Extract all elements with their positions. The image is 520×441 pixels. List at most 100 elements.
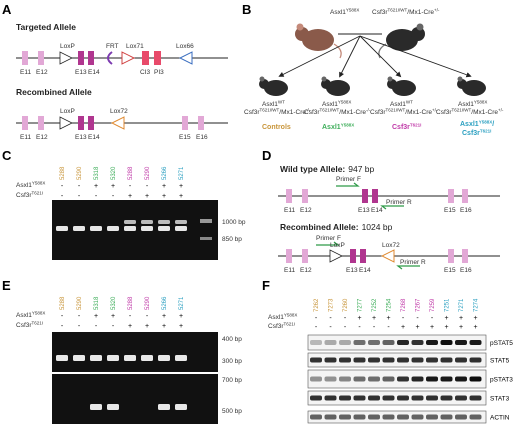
genotype-sign: -	[416, 315, 419, 322]
sample-id: 5290	[145, 296, 151, 310]
panel-e-row2-label: Csf3rT621I	[16, 321, 43, 330]
label-e11: E11	[20, 69, 31, 76]
exon-e13	[78, 51, 84, 65]
rec-label-e11: E11	[20, 134, 31, 141]
label-lox71: Lox71	[126, 43, 144, 50]
blot-band	[411, 357, 424, 363]
blot-band	[455, 414, 467, 420]
blot-band	[469, 357, 482, 363]
genotype-sign: -	[78, 193, 81, 200]
blot-band	[397, 376, 409, 382]
gel-band-top	[124, 355, 136, 361]
panel-e-row1-label: Asxl1Y588X	[16, 311, 45, 320]
gel-band-recombined	[124, 220, 136, 224]
panel-e-gel-top	[52, 332, 218, 372]
sample-id: 7267	[416, 298, 422, 312]
blot-band	[382, 395, 395, 401]
mouse-child-4	[457, 76, 486, 96]
group-asxl1: Asxl1Y588X	[322, 123, 354, 132]
genotype-sign: -	[146, 183, 149, 190]
lox66-triangle	[178, 51, 193, 65]
sample-id: 5266	[162, 166, 168, 180]
genotype-sign: -	[344, 324, 347, 331]
label-pi3: PI3	[154, 69, 164, 76]
d-rec-e16	[462, 249, 468, 263]
rec-label-e13: E13	[75, 134, 87, 141]
d-rec-label-e13: E13	[346, 267, 358, 274]
sample-id: 7254	[387, 298, 393, 312]
sample-id: 7251	[445, 298, 451, 312]
blot-band	[411, 395, 424, 401]
d-rec-lox72	[380, 249, 395, 263]
blot-band	[324, 340, 337, 345]
rec-label-loxp: LoxP	[60, 108, 75, 115]
genotype-sign: -	[112, 323, 115, 330]
sample-id: 5271	[179, 166, 185, 180]
loxp-triangle	[59, 51, 73, 65]
d-rec-primer-f-label: Primer F	[316, 235, 341, 242]
d-wt-label-e11: E11	[284, 207, 295, 214]
genotype-sign: +	[145, 323, 149, 330]
sample-id: 5288	[128, 166, 134, 180]
arrow-child-1	[278, 35, 361, 77]
panel-c-marker-850: 850 bp	[222, 236, 242, 243]
genotype-sign: -	[402, 315, 405, 322]
d-wt-label-e15: E15	[444, 207, 456, 214]
panel-f-row1-label: Asxl1Y588X	[268, 313, 297, 322]
gel-band	[73, 226, 85, 231]
svg-text:Csf3rT621I/WT/Mx1-Cre+/-: Csf3rT621I/WT/Mx1-Cre+/-	[436, 108, 504, 117]
d-wt-label-e13: E13	[358, 207, 370, 214]
d-wt-label-e14: E14	[371, 207, 383, 214]
rec-exon-e14	[88, 116, 94, 130]
genotype-sign: -	[129, 313, 132, 320]
rec-exon-e13	[78, 116, 84, 130]
blot-band	[324, 395, 337, 401]
d-rec-label-e11: E11	[284, 267, 295, 274]
genotype-sign: +	[179, 183, 183, 190]
rec-allele-title-d: Recombined Allele:1024 bp	[280, 222, 393, 232]
genotype-sign: +	[386, 315, 390, 322]
d-rec-label-lox72: Lox72	[382, 242, 400, 249]
genotype-sign: +	[111, 183, 115, 190]
gel-band-top	[90, 355, 102, 361]
d-rec-loxp	[329, 249, 343, 263]
blot-band	[426, 340, 438, 345]
gel-band-bottom	[158, 404, 170, 410]
blot-band	[353, 376, 366, 382]
blot-band	[310, 340, 322, 345]
panel-d-letter: D	[262, 148, 271, 163]
sample-id: 5320	[111, 166, 117, 180]
d-rec-e14	[360, 249, 366, 263]
genotype-sign: -	[329, 315, 332, 322]
mouse-child-1	[259, 76, 288, 96]
genotype-sign: +	[473, 324, 477, 331]
d-wt-primer-f-label: Primer F	[336, 176, 361, 183]
genotype-sign: -	[61, 313, 64, 320]
blot-band	[353, 340, 366, 345]
svg-text:Csf3rT621I/WT/Mx1-Cre+/-: Csf3rT621I/WT/Mx1-Cre+/-	[370, 108, 438, 117]
blot-band	[440, 414, 453, 420]
genotype-sign: +	[459, 324, 463, 331]
gel-band-top	[107, 355, 119, 361]
gel-band-top	[141, 355, 153, 361]
gel-band-top	[56, 355, 68, 361]
genotype-sign: +	[401, 324, 405, 331]
genotype-sign: +	[94, 183, 98, 190]
d-wt-primer-r-label: Primer R	[386, 199, 412, 206]
genotype-sign: +	[145, 193, 149, 200]
blot-band	[426, 357, 438, 363]
blot-band	[353, 414, 366, 420]
mouse-child-3	[387, 76, 416, 96]
blot-band	[382, 376, 395, 382]
panel-b: B Asxl1Y588X Csf3rT621I/WT/Mx1-Cre+/-	[242, 2, 504, 137]
panel-f-row2-label: Csf3rT621I	[268, 322, 295, 331]
genotype-sign: -	[373, 324, 376, 331]
d-wt-e11	[286, 189, 292, 203]
sample-id: 5318	[94, 166, 100, 180]
blot-band	[455, 376, 467, 382]
d-wt-label-e16: E16	[460, 207, 472, 214]
d-rec-e15	[448, 249, 454, 263]
rec-label-e14: E14	[88, 134, 100, 141]
